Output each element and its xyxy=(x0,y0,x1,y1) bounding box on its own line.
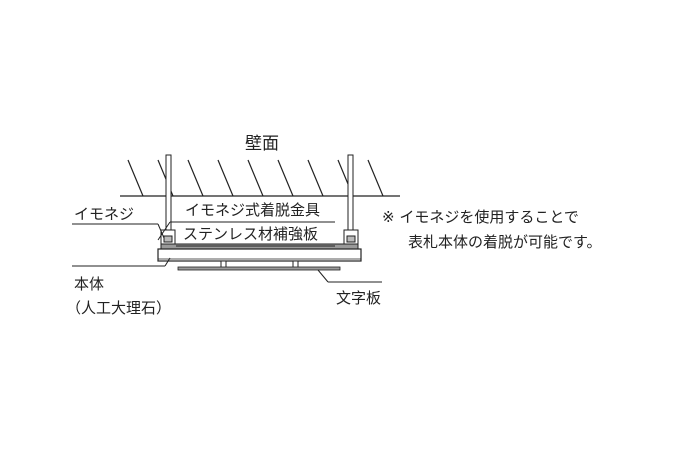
fitting-label: イモネジ式着脱金具 xyxy=(185,201,320,219)
wall-label: 壁面 xyxy=(245,134,279,154)
letter-plate-label: 文字板 xyxy=(336,289,381,307)
screw-label: イモネジ xyxy=(74,205,134,223)
body-label: 本体 xyxy=(74,275,104,293)
letter-plate xyxy=(177,260,341,271)
note-line-1: ※ イモネジを使用することで xyxy=(382,208,579,226)
anchor-bolt-left xyxy=(165,154,172,233)
note-line-2: 表札本体の着脱が可能です。 xyxy=(408,233,602,251)
nameplate-body xyxy=(157,248,362,262)
anchor-bolt-right xyxy=(347,154,354,233)
wall-hatching xyxy=(127,159,384,197)
leader-letter-plate xyxy=(317,269,329,283)
body-material-label: （人工大理石） xyxy=(66,299,171,317)
plate-label: ステンレス材補強板 xyxy=(183,225,318,243)
wall xyxy=(120,159,400,197)
leader-lines xyxy=(72,221,382,283)
anchor-bolts xyxy=(165,154,354,233)
